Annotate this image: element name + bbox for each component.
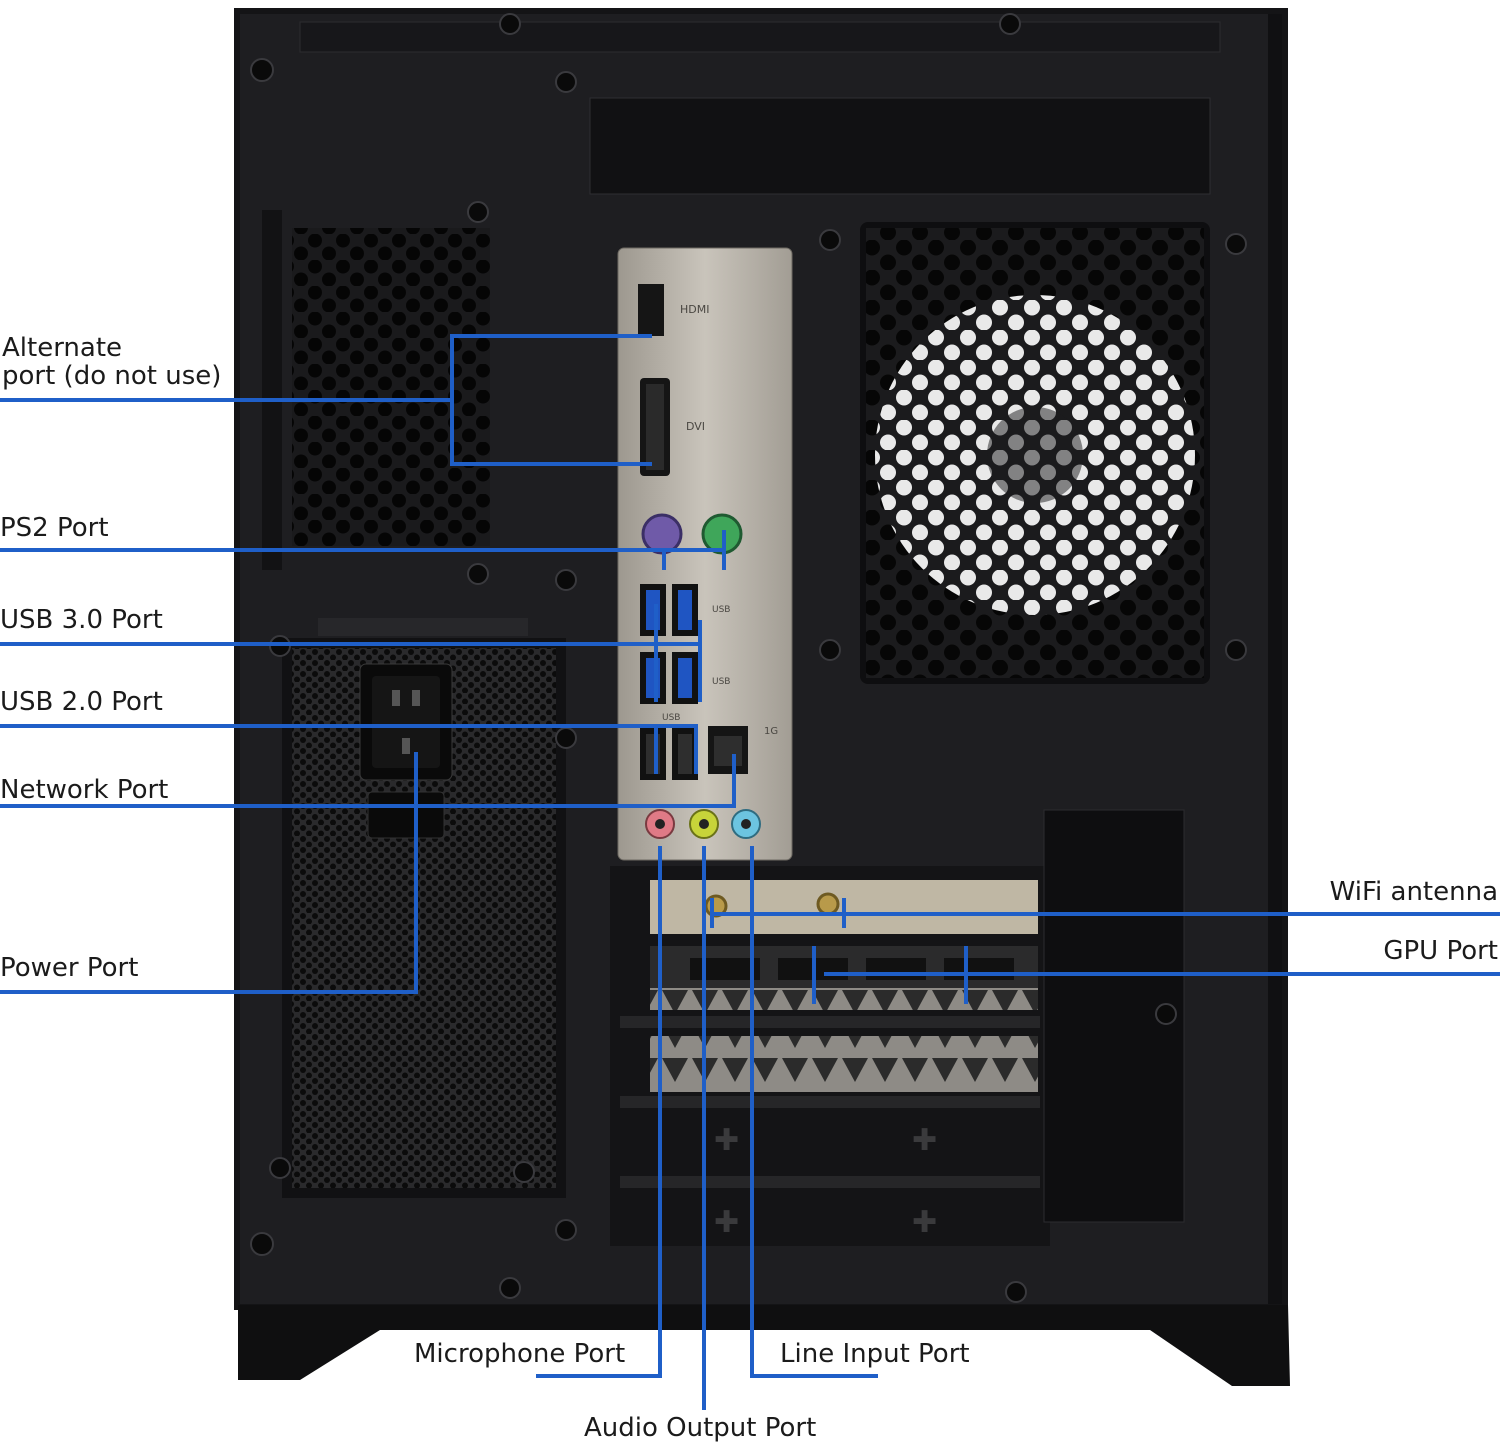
alternate-port-label-line1: Alternate [2, 333, 123, 363]
io-shield: HDMI DVI USB USB USB 1G [617, 247, 793, 861]
svg-text:✚: ✚ [714, 1123, 739, 1158]
dvi-label: DVI [686, 420, 705, 433]
power-supply [282, 618, 566, 1198]
usb-label-c: USB [662, 713, 680, 723]
screws [250, 13, 1247, 1303]
hdmi-label: HDMI [680, 303, 709, 316]
microphone-port-line [536, 846, 662, 1378]
expansion-slots: ✚ ✚ ✚ ✚ [610, 809, 1185, 1246]
svg-text:✚: ✚ [714, 1205, 739, 1240]
svg-text:✚: ✚ [912, 1123, 937, 1158]
line-input-port-line [750, 846, 878, 1378]
gpu-port-label: GPU Port [1383, 936, 1498, 966]
usb30-port-label: USB 3.0 Port [0, 605, 163, 635]
power-port-label: Power Port [0, 953, 139, 983]
network-port-line [0, 754, 736, 808]
svg-text:✚: ✚ [912, 1205, 937, 1240]
fan-grille [860, 222, 1210, 684]
usb20-port-label: USB 2.0 Port [0, 687, 163, 717]
usb20-port-line [0, 724, 698, 774]
line-input-port-label: Line Input Port [780, 1339, 970, 1369]
alternate-port-bracket [450, 334, 652, 466]
wifi-antenna-label: WiFi antenna [1329, 877, 1498, 907]
callout-lines [0, 334, 1500, 1410]
usb-label-b: USB [712, 677, 730, 687]
lan-label: 1G [764, 726, 778, 737]
network-port-label: Network Port [0, 775, 169, 805]
alternate-port-label-line2: port (do not use) [2, 361, 222, 391]
audio-output-port-label: Audio Output Port [584, 1413, 817, 1443]
usb-label-a: USB [712, 605, 730, 615]
microphone-port-label: Microphone Port [414, 1339, 626, 1369]
ps2-port-label: PS2 Port [0, 513, 109, 543]
power-port-line [0, 752, 418, 994]
